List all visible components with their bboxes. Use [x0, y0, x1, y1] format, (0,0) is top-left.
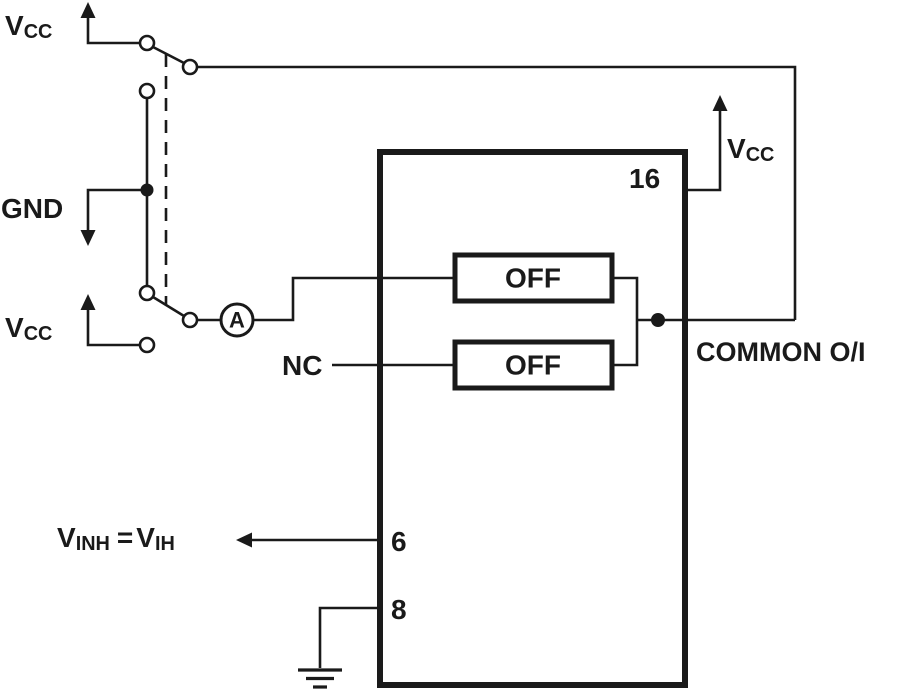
- vcc-bottom-left-main: V: [5, 312, 24, 343]
- switch-contact-vcc-top: [138, 34, 156, 52]
- ground-symbol-icon: [298, 668, 342, 689]
- pin-16-label: 16: [629, 163, 661, 194]
- vcc-top-right-arrow-icon: [712, 95, 728, 111]
- vcc-top-left-sub: CC: [23, 21, 53, 44]
- wire-off-outputs-bus: [612, 276, 639, 367]
- vcc-top-left-main: V: [5, 10, 24, 41]
- vinh-v2: V: [136, 522, 155, 553]
- vinh-sub2: IH: [154, 533, 175, 556]
- vinh-sub1: INH: [75, 533, 110, 556]
- vcc-bottom-left-label: VCC: [5, 312, 53, 346]
- vcc-top-right-label: VCC: [727, 133, 775, 167]
- vcc-top-left-arrow-icon: [80, 2, 96, 18]
- switch-contact-rail-bottom: [138, 284, 156, 302]
- off-top-label: OFF: [505, 262, 561, 294]
- wire-pin8-to-ground: [318, 606, 380, 668]
- switch-contact-vcc-bottom: [138, 336, 156, 354]
- common-oi-label: COMMON O/I: [696, 337, 866, 367]
- switch-common-top: [181, 58, 199, 76]
- gnd-label: GND: [1, 193, 64, 224]
- switch-common-bottom: [181, 311, 199, 329]
- wire-vcc-top-left: [86, 16, 140, 45]
- vcc-top-right-main: V: [727, 133, 746, 164]
- switch-blade-bottom: [152, 295, 185, 318]
- vinh-label: VINH=VIH: [57, 522, 175, 556]
- junction-dot-common: [651, 313, 665, 327]
- wire-ammeter-to-off-top: [253, 276, 455, 322]
- pin-8-label: 8: [391, 594, 407, 625]
- switch-contact-rail-top: [138, 82, 156, 100]
- vcc-bottom-left-sub: CC: [23, 323, 53, 346]
- pin-6-label: 6: [391, 526, 407, 557]
- pin6-left-arrow-icon: [236, 532, 252, 548]
- wire-gnd-tap: [86, 188, 147, 232]
- wire-vcc-bottom-left: [86, 308, 140, 347]
- ammeter-label: A: [229, 307, 245, 333]
- dut-outline: [377, 149, 688, 688]
- vinh-equals: =: [116, 522, 134, 553]
- ammeter-circle: [219, 302, 255, 338]
- off-bottom-label: OFF: [505, 349, 561, 381]
- nc-label: NC: [282, 350, 323, 381]
- vcc-bottom-left-arrow-icon: [80, 294, 96, 310]
- off-box-top: [452, 252, 615, 304]
- wire-top-common-feedback: [197, 65, 797, 320]
- vcc-top-left-label: VCC: [5, 10, 53, 44]
- vcc-top-right-sub: CC: [745, 144, 775, 167]
- wire-pin16-to-vcc: [685, 109, 722, 192]
- gnd-down-arrow-icon: [80, 230, 96, 246]
- junction-dot-gnd: [140, 183, 154, 197]
- vinh-v1: V: [57, 522, 76, 553]
- off-box-bottom: [452, 339, 615, 391]
- switch-blade-top: [152, 45, 185, 65]
